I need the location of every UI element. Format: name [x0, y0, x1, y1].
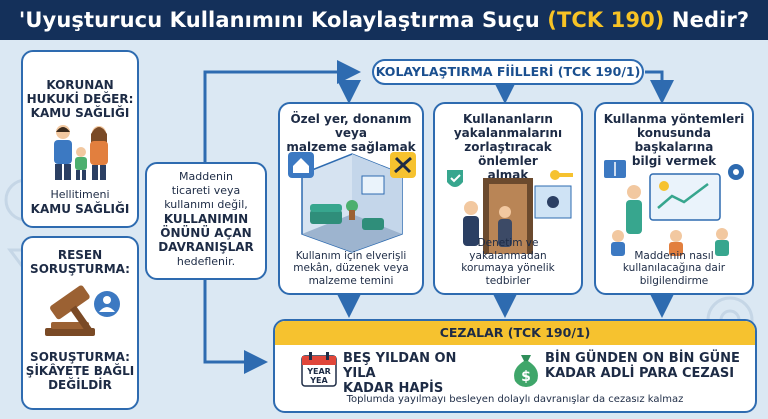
penalties-title: CEZALAR (TCK 190/1): [275, 321, 755, 345]
room-illustration: [288, 152, 416, 253]
house-icon: [288, 152, 314, 178]
calendar-icon: YEAR YEA: [301, 352, 337, 387]
key-icon: [550, 170, 573, 180]
protected-value-heading: HUKUKİ DEĞER:: [26, 92, 134, 106]
penalties-card: CEZALAR (TCK 190/1) YEAR YEA BEŞ YILDAN …: [273, 319, 757, 413]
gear-icon: [728, 164, 744, 180]
family-icon: [54, 125, 108, 180]
investigation-heading: RESEN: [57, 248, 103, 262]
protected-value-card: KORUNAN HUKUKİ DEĞER: KAMU SAĞLIĞI Helli…: [21, 50, 139, 228]
investigation-card: RESEN SORUŞTURMA: SORUŞTURMA: ŞİKÂYETE B…: [21, 236, 139, 410]
center-text: Maddenin: [179, 170, 233, 183]
acts-title: KOLAYLAŞTIRMA FİİLLERİ (TCK 190/1): [372, 59, 644, 85]
title-highlight: (TCK 190): [547, 8, 665, 32]
shield-check-icon: [447, 170, 463, 187]
penalties-footnote: Toplumda yayılmayı besleyen dolaylı davr…: [346, 394, 684, 405]
svg-text:YEA: YEA: [309, 376, 328, 385]
investigation-heading: SORUŞTURMA:: [30, 262, 130, 276]
center-text: hedeflenir.: [176, 255, 236, 268]
investigation-sub: SORUŞTURMA:: [30, 350, 130, 364]
protected-value-sub: KAMU SAĞLIĞI: [30, 202, 130, 216]
center-text-bold: KULLANIMIN: [163, 212, 249, 226]
book-icon: [604, 160, 626, 178]
center-text: kullanımı değil,: [164, 198, 248, 211]
center-text-bold: DAVRANIŞLAR: [158, 240, 254, 254]
svg-text:YEAR: YEAR: [306, 367, 331, 376]
protected-value-heading: KAMU SAĞLIĞI: [30, 106, 130, 120]
center-text: ticareti veya: [171, 184, 241, 197]
protected-value-heading: KORUNAN: [46, 78, 114, 92]
protected-value-sub: Hellitimeni: [50, 188, 110, 201]
center-text-bold: ÖNÜNÜ AÇAN: [160, 226, 252, 240]
center-explanation-card: Maddenin ticareti veya kullanımı değil, …: [145, 162, 267, 280]
money-bag-icon: $: [514, 355, 538, 387]
svg-text:$: $: [521, 369, 531, 385]
door-lookout-illustration: [447, 170, 573, 254]
page-title: 'Uyuşturucu Kullanımını Kolaylaştırma Su…: [18, 8, 750, 32]
presentation-illustration: [604, 160, 744, 256]
page-header: 'Uyuşturucu Kullanımını Kolaylaştırma Su…: [0, 0, 768, 40]
tools-icon: [390, 152, 416, 178]
gavel-icon: [45, 285, 120, 336]
investigation-sub: ŞİKÂYETE BAĞLI: [25, 364, 135, 378]
investigation-sub: DEĞİLDİR: [48, 378, 112, 392]
